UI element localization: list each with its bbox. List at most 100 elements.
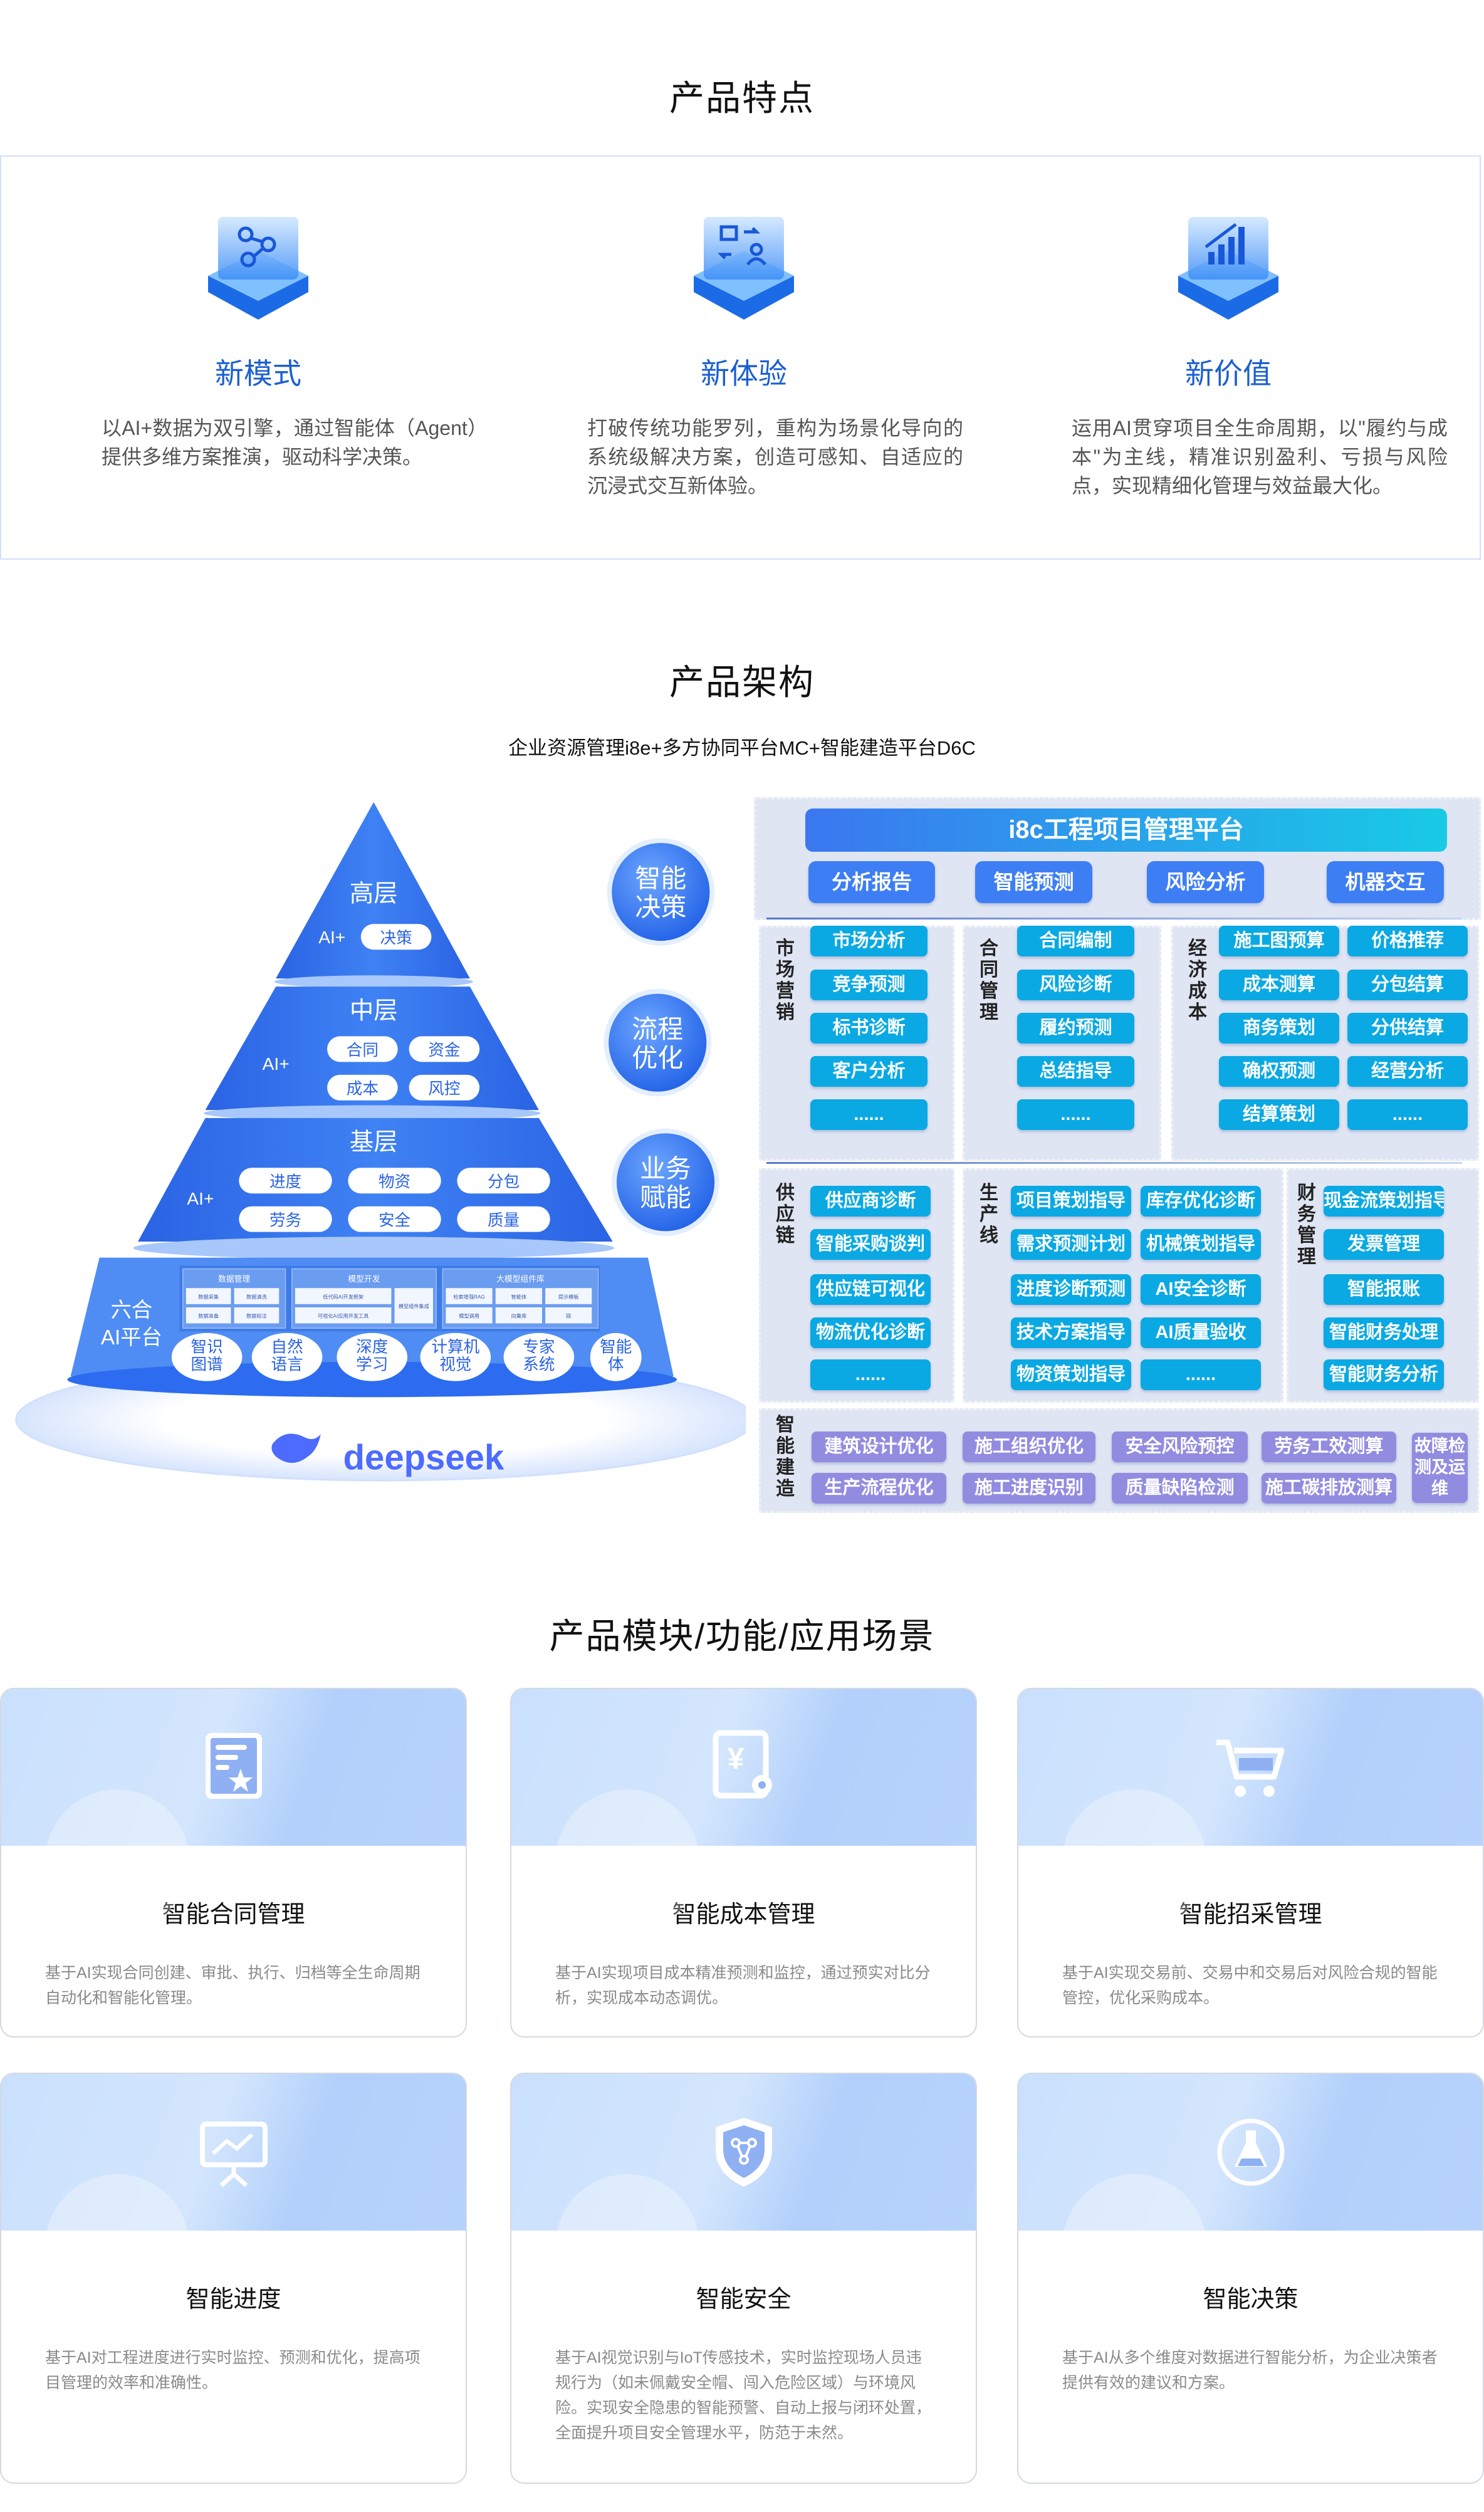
layer-tag: 劳务 (239, 1206, 332, 1232)
function-button[interactable]: 智能财务分析 (1324, 1359, 1444, 1390)
function-button[interactable]: ...... (1141, 1359, 1261, 1390)
function-button[interactable]: 智能采购谈判 (810, 1229, 931, 1260)
layer-tag: 资金 (409, 1036, 480, 1062)
value-bubble: 流程优化 (604, 988, 711, 1097)
function-button[interactable]: 施工组织优化 (963, 1431, 1095, 1462)
card-desc: 基于AI对工程进度进行实时监控、预测和优化，提高项目管理的效率和准确性。 (45, 2349, 421, 2392)
function-button[interactable]: 生产流程优化 (812, 1473, 946, 1504)
decorative-circle (45, 1789, 189, 1934)
card-desc: 基于AI实现项目成本精准预测和监控，通过预实对比分析，实现成本动态调优。 (555, 1964, 931, 2007)
feature-title: 新体验 (701, 357, 787, 390)
ai-module-item: 数据采集 (198, 1294, 219, 1300)
function-button[interactable]: AI质量验收 (1141, 1317, 1261, 1348)
function-button[interactable]: 劳务工效测算 (1262, 1431, 1396, 1462)
function-button[interactable]: 现金流策划指导 (1324, 1186, 1444, 1217)
ai-module-item: 数据清洗 (246, 1294, 267, 1300)
shield-network-icon (715, 2118, 772, 2187)
card-title: 智能成本管理 (672, 1902, 815, 1928)
function-button[interactable]: 风险诊断 (1017, 970, 1134, 1000)
layer-tag: 物资 (348, 1168, 441, 1194)
function-button[interactable]: 成本测算 (1219, 970, 1339, 1000)
tag-label: 风控 (428, 1080, 460, 1098)
card-header (1, 1689, 466, 1934)
module-card[interactable]: ¥智能成本管理基于AI实现项目成本精准预测和监控，通过预实对比分析，实现成本动态… (510, 1688, 977, 2038)
decorative-circle (1062, 1789, 1206, 1934)
feature-new-value: 新价值 运用AI贯穿项目全生命周期，以"履约与成本"为主线，精准识别盈利、亏损与… (1009, 157, 1448, 558)
capability-label: 深度 (356, 1338, 388, 1356)
function-button[interactable]: 建筑设计优化 (812, 1431, 946, 1462)
platform-top-button[interactable]: 分析报告 (808, 861, 935, 903)
function-button[interactable]: 施工进度识别 (963, 1473, 1095, 1504)
function-button[interactable]: 确权预测 (1219, 1056, 1339, 1087)
function-button[interactable]: 合同编制 (1017, 926, 1134, 956)
module-card[interactable]: 智能合同管理基于AI实现合同创建、审批、执行、归档等全生命周期自动化和智能化管理… (0, 1688, 467, 2038)
group-label: 财务管理 (1297, 1183, 1316, 1267)
flask-circle-icon (1217, 2118, 1284, 2186)
function-button[interactable]: 供应链可视化 (810, 1274, 931, 1305)
module-card[interactable]: 智能安全基于AI视觉识别与IoT传感技术，实时监控现场人员违规行为（如未佩戴安全… (510, 2073, 977, 2484)
function-button[interactable]: ...... (810, 1099, 927, 1130)
function-button[interactable]: 分供结算 (1347, 1013, 1468, 1044)
architecture-subtitle: 企业资源管理i8e+多方协同平台MC+智能建造平台D6C (508, 737, 976, 759)
module-card[interactable]: 智能进度基于AI对工程进度进行实时监控、预测和优化，提高项目管理的效率和准确性。 (0, 2073, 467, 2484)
bubble-label: 赋能 (640, 1183, 691, 1212)
function-button[interactable]: ...... (1017, 1099, 1134, 1130)
function-button[interactable]: 质量缺陷检测 (1112, 1473, 1248, 1504)
function-button[interactable]: 市场分析 (810, 926, 927, 956)
function-button[interactable]: 结算策划 (1219, 1099, 1339, 1130)
bubble-label: 业务 (640, 1154, 691, 1183)
bubble-label: 流程 (632, 1015, 683, 1044)
function-button[interactable]: 施工碳排放测算 (1262, 1473, 1396, 1504)
middle-layer-title: 中层 (350, 997, 398, 1024)
platform-top-button[interactable]: 风险分析 (1147, 861, 1264, 903)
function-button[interactable]: 客户分析 (810, 1056, 927, 1087)
ai-module-item: 可视化AI应用开发工具 (318, 1313, 368, 1319)
card-header: ¥ (511, 1689, 976, 1934)
decorative-circle (1062, 2174, 1206, 2318)
function-button[interactable]: 发票管理 (1324, 1229, 1444, 1260)
function-button[interactable]: 分包结算 (1347, 970, 1468, 1000)
function-button[interactable]: 库存优化诊断 (1141, 1186, 1261, 1217)
function-button[interactable]: 供应商诊断 (810, 1186, 931, 1217)
platform-top-button[interactable]: 机器交互 (1327, 861, 1444, 903)
function-button[interactable]: 物资策划指导 (1011, 1359, 1131, 1390)
capability-label: 图谱 (191, 1356, 223, 1374)
ai-plus-label: AI+ (318, 928, 345, 947)
module-card[interactable]: 智能决策基于AI从多个维度对数据进行智能分析，为企业决策者提供有效的建议和方案。 (1017, 2073, 1484, 2484)
function-button[interactable]: 施工图预算 (1219, 926, 1339, 956)
function-button[interactable]: 物流优化诊断 (810, 1317, 931, 1348)
function-button[interactable]: 技术方案指导 (1011, 1317, 1131, 1348)
shopping-cart-icon (1216, 1739, 1284, 1797)
platform-top-button[interactable]: 智能预测 (975, 861, 1092, 903)
function-button[interactable]: 价格推荐 (1347, 926, 1468, 956)
function-button[interactable]: 机械策划指导 (1141, 1229, 1261, 1260)
function-button[interactable]: AI安全诊断 (1141, 1274, 1261, 1305)
capability-label: 视觉 (439, 1356, 471, 1374)
layer-tag: 成本 (327, 1074, 398, 1101)
layer-tag: 合同 (327, 1036, 398, 1062)
function-button[interactable]: 智能报账 (1324, 1274, 1444, 1305)
function-button[interactable]: 标书诊断 (810, 1013, 927, 1044)
function-button[interactable]: 总结指导 (1017, 1056, 1134, 1087)
function-button[interactable]: ...... (810, 1359, 931, 1390)
function-button[interactable]: ...... (1347, 1099, 1468, 1130)
function-button[interactable]: 竞争预测 (810, 970, 927, 1000)
whale-icon (271, 1433, 321, 1463)
function-button[interactable]: 智能财务处理 (1324, 1317, 1444, 1348)
function-button[interactable]: 项目策划指导 (1011, 1186, 1131, 1217)
function-button[interactable]: 进度诊断预测 (1011, 1274, 1131, 1305)
base-layer-title: 基层 (350, 1129, 398, 1156)
group-label: 生产线 (980, 1183, 998, 1246)
ai-platform-title: AI平台 (101, 1326, 162, 1349)
function-button[interactable]: 履约预测 (1017, 1013, 1134, 1044)
function-button[interactable]: 经营分析 (1347, 1056, 1468, 1087)
capability-label: 智能 (600, 1338, 632, 1356)
function-button[interactable]: 需求预测计划 (1011, 1229, 1131, 1260)
function-button[interactable]: 商务策划 (1219, 1013, 1339, 1044)
function-button[interactable]: 故障检测及运维 (1412, 1433, 1468, 1503)
module-card[interactable]: 智能招采管理基于AI实现交易前、交易中和交易后对风险合规的智能管控，优化采购成本… (1017, 1688, 1484, 2038)
modules-title: 产品模块/功能/应用场景 (549, 1616, 935, 1656)
function-button[interactable]: 安全风险预控 (1112, 1431, 1248, 1462)
ai-module-item: 模型组件集成 (399, 1303, 429, 1309)
